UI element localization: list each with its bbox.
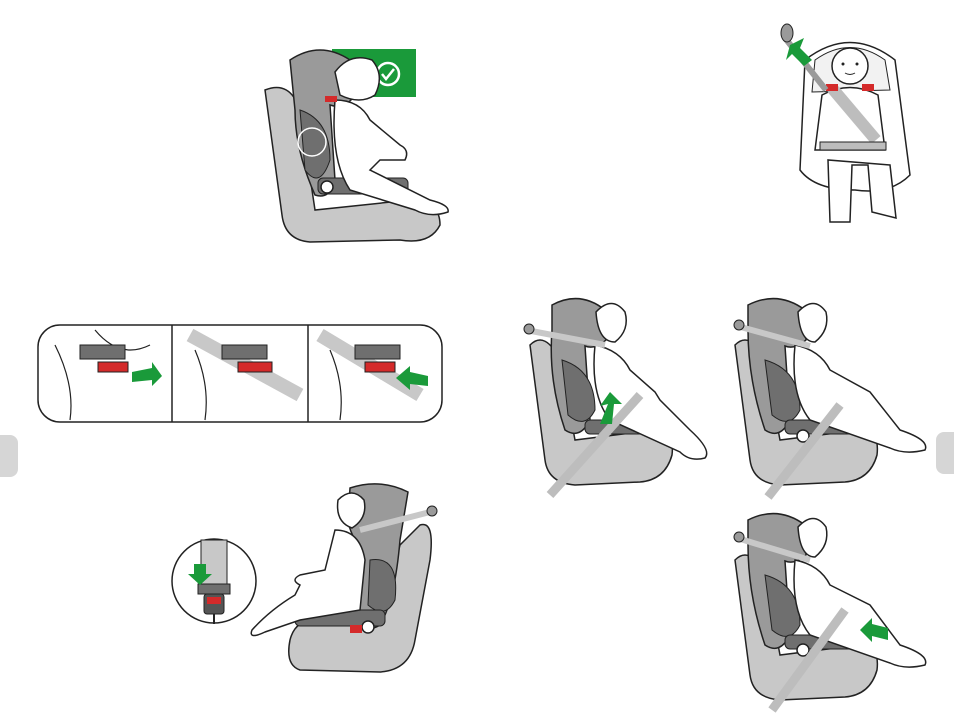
belt-guide-steps-strip	[38, 325, 442, 422]
belt-routing-side-figure-2	[734, 299, 926, 497]
seat-upright-ok-figure	[265, 50, 448, 242]
child-belt-front-figure	[781, 24, 910, 222]
buckle-lock-figure	[172, 484, 437, 672]
belt-routing-side-figure-3	[734, 514, 926, 710]
belt-routing-side-figure-1	[524, 299, 707, 495]
